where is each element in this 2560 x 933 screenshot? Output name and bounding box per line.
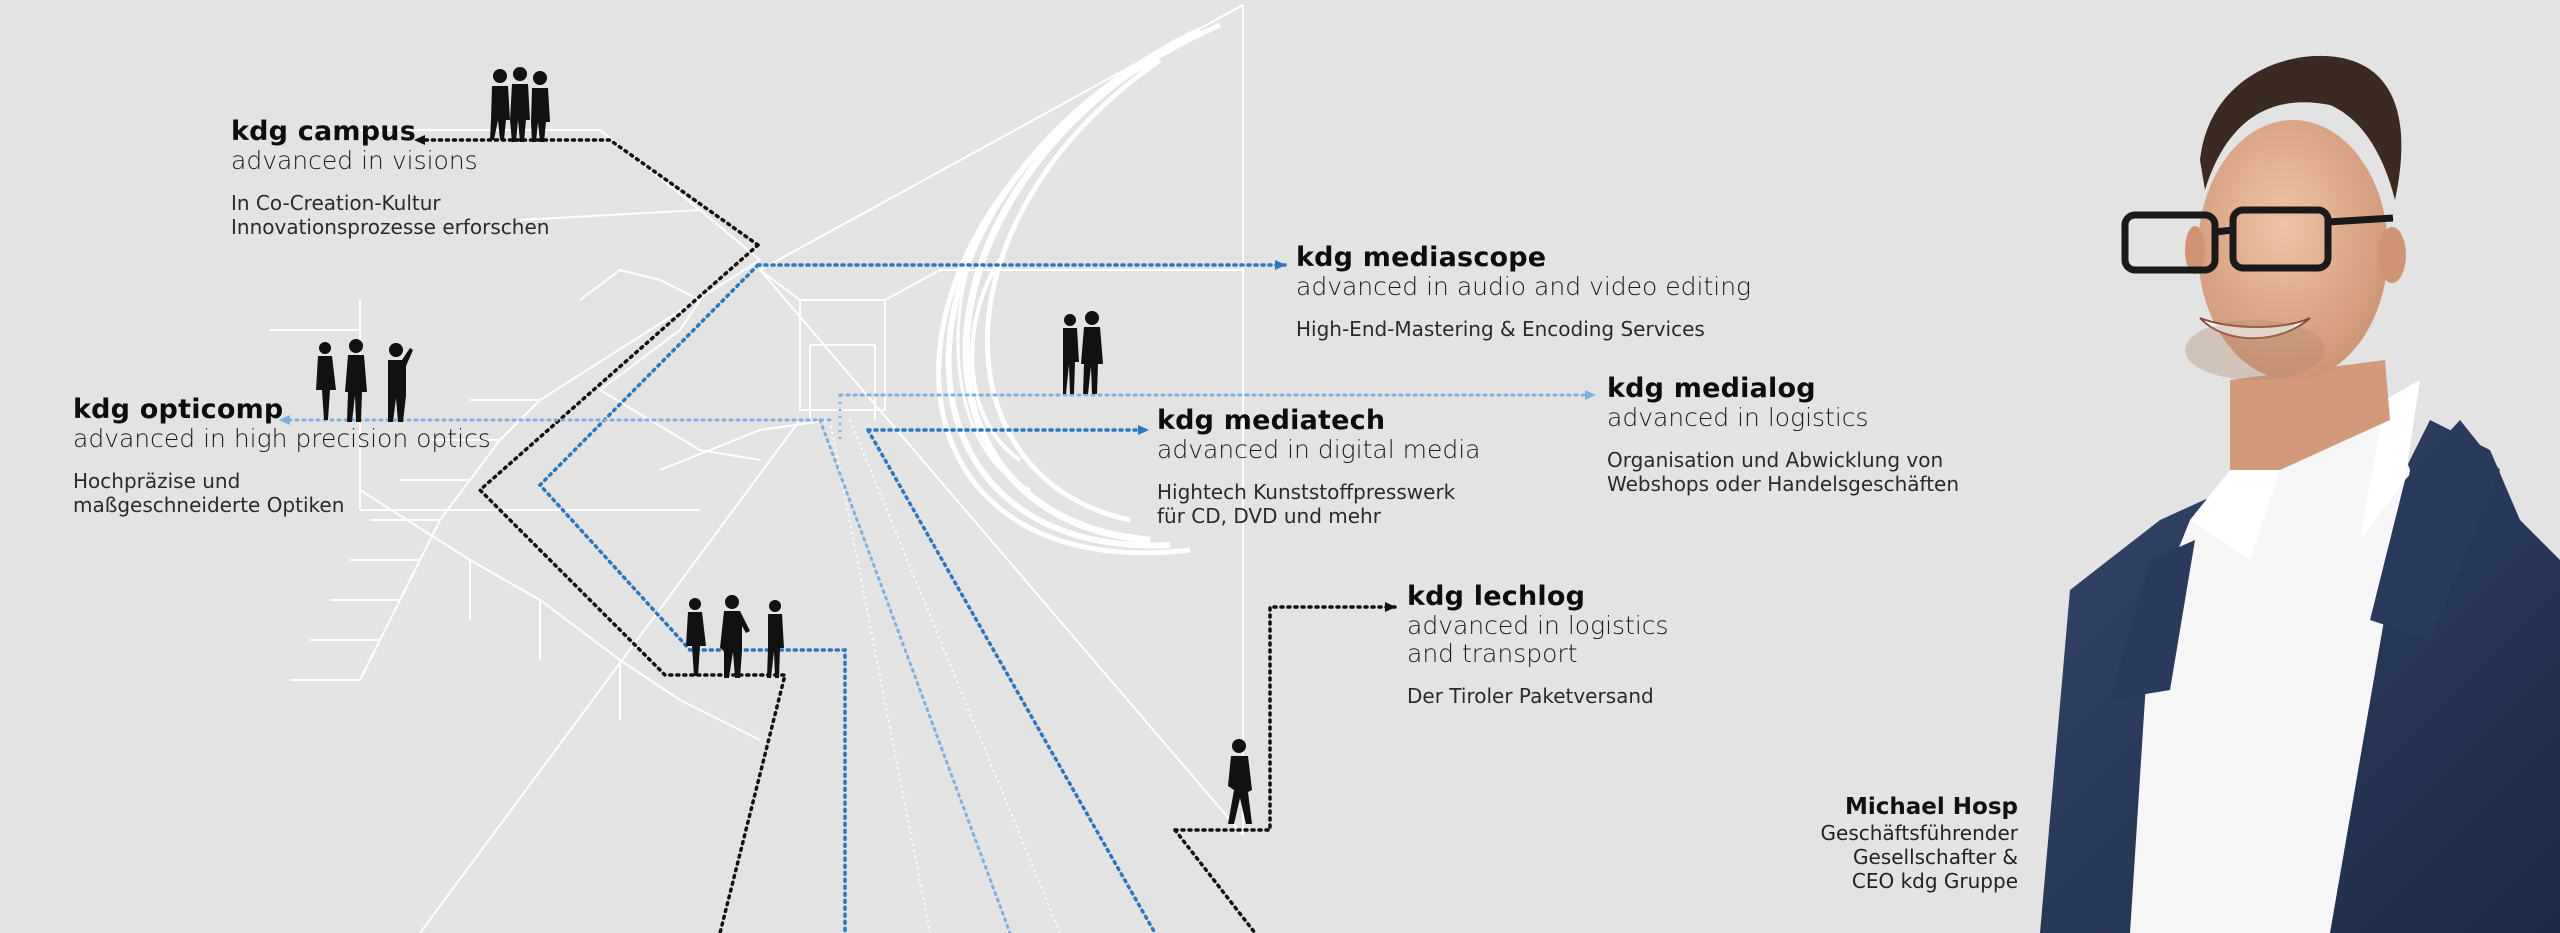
connector-lines xyxy=(278,135,1597,933)
unit-subtitle: advanced in visions xyxy=(231,146,478,175)
unit-subtitle: and transport xyxy=(1407,639,1578,668)
unit-subtitle: advanced in digital media xyxy=(1157,435,1481,464)
unit-title: kdg medialog xyxy=(1607,373,1816,404)
description-line: Hochpräzise und xyxy=(73,469,241,493)
unit-title: kdg lechlog xyxy=(1407,581,1586,612)
unit-subtitle: advanced in high precision optics xyxy=(73,424,491,453)
description-line: maßgeschneiderte Optiken xyxy=(73,493,345,517)
unit-subtitle: advanced in audio and video editing xyxy=(1296,272,1752,301)
unit-title: kdg mediatech xyxy=(1157,405,1386,436)
people-silhouette-icon xyxy=(490,67,550,142)
person-caption: Michael Hosp Geschäftsführender Gesellsc… xyxy=(1821,793,2018,893)
people-silhouette-icon xyxy=(316,339,413,422)
unit-lechlog: kdg lechlog advanced in logistics and tr… xyxy=(1407,581,1669,709)
people-silhouette-icon xyxy=(1228,739,1252,824)
unit-subtitle: advanced in logistics xyxy=(1607,403,1869,432)
description-line: Hightech Kunststoffpresswerk xyxy=(1157,480,1456,504)
unit-mediascope: kdg mediascope advanced in audio and vid… xyxy=(1296,242,1752,342)
unit-medialog: kdg medialog advanced in logistics Organ… xyxy=(1607,373,1959,497)
architecture-sketch xyxy=(270,4,1244,933)
description-line: Organisation und Abwicklung von xyxy=(1607,448,1944,472)
person-portrait-icon xyxy=(2040,55,2560,933)
person-role-line: Geschäftsführender xyxy=(1820,821,2018,845)
description-line: Der Tiroler Paketversand xyxy=(1407,684,1654,708)
person-role-line: Gesellschafter & xyxy=(1853,845,2018,869)
unit-description: Hightech Kunststoffpresswerk für CD, DVD… xyxy=(1157,480,1480,528)
people-silhouette-icon xyxy=(1063,311,1103,394)
people-silhouette-icon xyxy=(686,595,784,678)
unit-mediatech: kdg mediatech advanced in digital media … xyxy=(1157,405,1481,529)
person-role-line: CEO kdg Gruppe xyxy=(1851,869,2018,893)
description-line: High-End-Mastering & Encoding Services xyxy=(1296,317,1705,341)
description-line: Webshops oder Handelsgeschäften xyxy=(1607,472,1960,496)
description-line: Innovationsprozesse erforschen xyxy=(231,215,550,239)
unit-subtitle: advanced in logistics xyxy=(1407,611,1669,640)
unit-opticomp: kdg opticomp advanced in high precision … xyxy=(73,394,491,518)
description-line: für CD, DVD und mehr xyxy=(1157,504,1381,528)
unit-description: Hochpräzise und maßgeschneiderte Optiken xyxy=(73,469,491,517)
unit-title: kdg mediascope xyxy=(1296,242,1547,273)
unit-title: kdg campus xyxy=(231,116,416,147)
unit-description: Der Tiroler Paketversand xyxy=(1407,684,1669,708)
unit-campus: kdg campus advanced in visions In Co-Cre… xyxy=(231,116,549,240)
unit-description: High-End-Mastering & Encoding Services xyxy=(1296,317,1751,341)
person-name: Michael Hosp xyxy=(1845,794,2018,820)
unit-title: kdg opticomp xyxy=(73,394,284,425)
description-line: In Co-Creation-Kultur xyxy=(231,191,441,215)
unit-description: Organisation und Abwicklung von Webshops… xyxy=(1607,448,1959,496)
unit-description: In Co-Creation-Kultur Innovationsprozess… xyxy=(231,191,549,239)
